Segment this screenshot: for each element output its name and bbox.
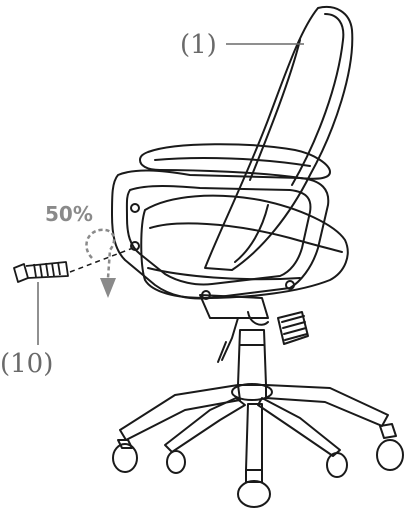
star-base — [119, 383, 389, 471]
backrest — [204, 6, 354, 271]
caster-right — [326, 452, 348, 478]
tension-knob — [277, 311, 309, 345]
screw-icon — [13, 261, 69, 283]
alignment-dashed-line — [69, 247, 134, 273]
caster-front-left — [112, 443, 138, 473]
caster-back-right — [376, 439, 404, 471]
casters — [112, 423, 404, 508]
tighten-percent-label: 50% — [45, 202, 93, 226]
caster-front — [237, 480, 271, 508]
seat — [140, 194, 349, 299]
rotate-arrow-icon — [85, 228, 116, 298]
part-label-screw: (10) — [0, 349, 53, 379]
armrest-pad — [139, 143, 331, 180]
seat-mechanism — [199, 294, 269, 363]
caster-left — [166, 450, 186, 474]
gas-cylinder — [237, 329, 267, 386]
chair-drawing — [111, 6, 404, 508]
part-label-backrest: (1) — [180, 30, 217, 60]
